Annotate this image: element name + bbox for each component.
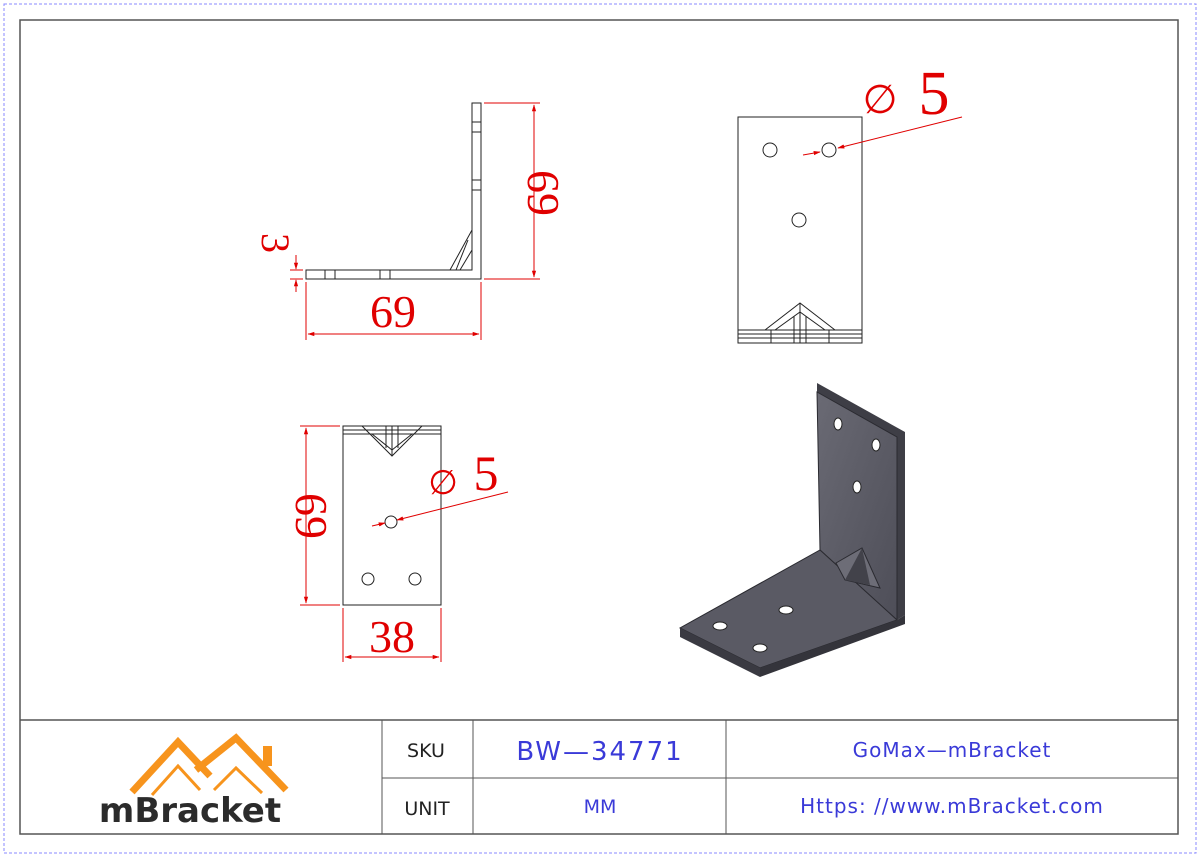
front-view: 69 38 ∅ 5 [286, 425, 509, 662]
thickness-dimension: 3 [253, 233, 298, 253]
front-width-dimension: 38 [369, 611, 415, 662]
unit-label: UNIT [404, 798, 450, 820]
mbracket-logo: mBracket [99, 733, 289, 831]
title-block: mBracket SKU BW—34771 GoMax—mBracket UNI… [20, 719, 1178, 834]
outer-border [3, 3, 1197, 854]
front-hole-dia-dimension: 5 [474, 445, 499, 501]
unit-value: MM [584, 796, 617, 818]
sku-label: SKU [407, 740, 445, 762]
top-hole-dia-symbol: ∅ [863, 77, 898, 122]
side-length-dimension: 69 [370, 286, 416, 337]
side-view: 69 69 3 [253, 102, 569, 340]
drawing-frame [19, 19, 1179, 835]
front-hole-dia-symbol: ∅ [428, 465, 458, 502]
sku-value: BW—34771 [516, 737, 683, 767]
isometric-view [678, 383, 905, 677]
side-height-dimension: 69 [518, 170, 569, 216]
website-url: Https: //www.mBracket.com [800, 794, 1104, 818]
logo-text: mBracket [99, 791, 281, 831]
front-height-dimension: 69 [286, 493, 337, 539]
top-hole-dia-dimension: 5 [919, 60, 950, 128]
top-view: ∅ 5 [737, 60, 963, 344]
brand-name: GoMax—mBracket [853, 738, 1052, 762]
